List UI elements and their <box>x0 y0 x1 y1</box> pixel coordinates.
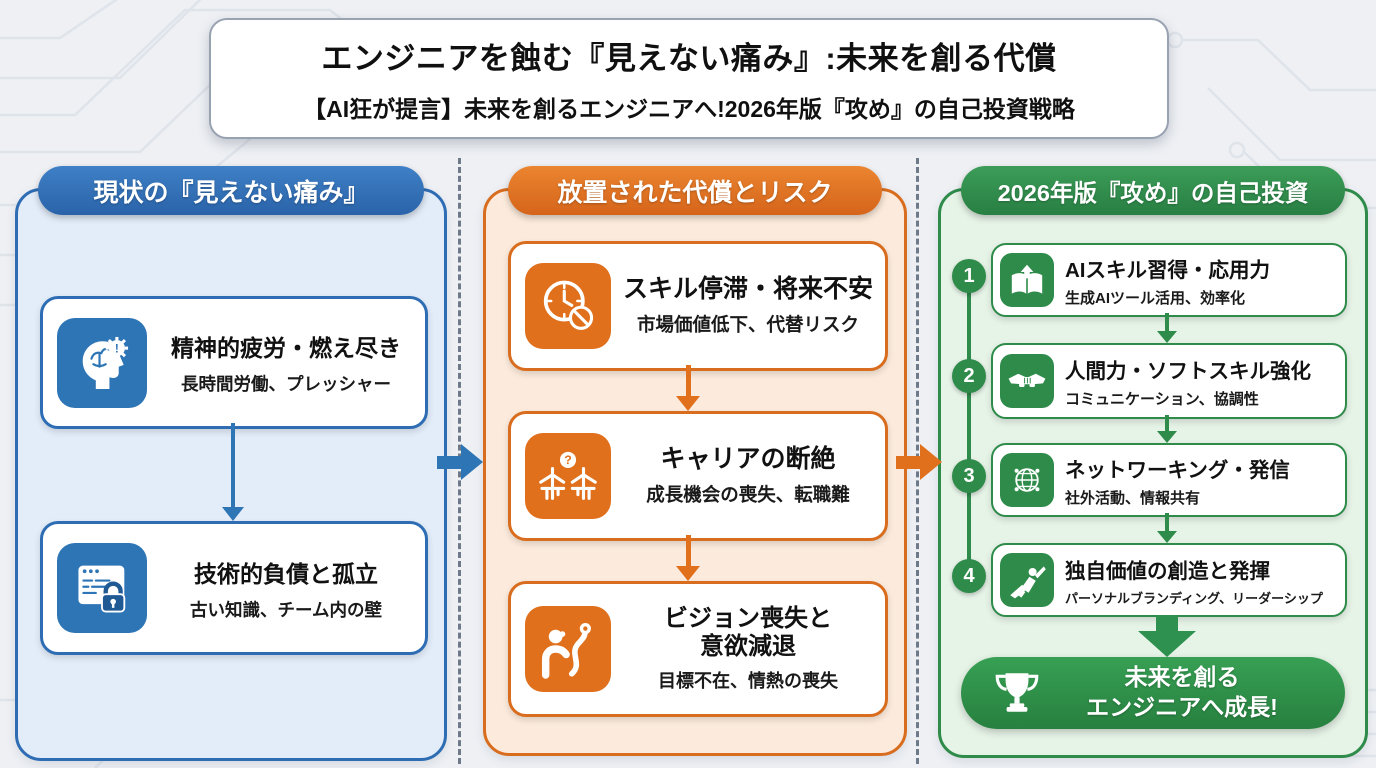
page-subtitle: 【AI狂が提言】未来を創るエンジニアへ!2026年版『攻め』の自己投資戦略 <box>303 96 1075 122</box>
hero-flying-icon <box>1000 553 1054 607</box>
card-title: AIスキル習得・応用力 <box>1065 258 1270 282</box>
card-subtitle: 生成AIツール活用、効率化 <box>1065 289 1246 307</box>
book-up-icon <box>1000 253 1054 307</box>
card-subtitle: コミュニケーション、協調性 <box>1065 390 1259 408</box>
burnout-brain-icon: ! <box>57 317 147 408</box>
page-title: エンジニアを蝕む『見えない痛み』:未来を創る代償 <box>321 41 1057 76</box>
column-invest-header: 2026年版『攻め』の自己投資 <box>961 166 1345 215</box>
card-tech-debt: 技術的負債と孤立 古い知識、チーム内の壁 <box>40 521 428 655</box>
step-number-4: 4 <box>952 559 986 593</box>
globe-network-icon <box>1000 453 1054 507</box>
card-soft-skill: 人間力・ソフトスキル強化 コミュニケーション、協調性 <box>991 343 1347 419</box>
goal-banner: 未来を創る エンジニアへ成長! <box>961 657 1345 729</box>
step-timeline <box>967 276 971 576</box>
card-title: ネットワーキング・発信 <box>1065 458 1290 482</box>
goal-arrow <box>1138 615 1196 657</box>
card-subtitle: パーソナルブランディング、リーダーシップ <box>1065 590 1323 606</box>
card-title: キャリアの断絶 <box>660 444 836 473</box>
card-title: ビジョン喪失と 意欲減退 <box>664 605 832 660</box>
trophy-icon <box>991 667 1043 719</box>
broken-bridge-icon: ? <box>525 433 611 519</box>
clock-ban-icon <box>525 263 611 349</box>
card-title: 技術的負債と孤立 <box>194 560 378 587</box>
down-arrow-green <box>1154 313 1180 343</box>
column-current-pain: 現状の『見えない痛み』 ! 精神的疲労・燃え尽き 長時間労働、プレッシャー <box>15 166 447 761</box>
down-arrow-green <box>1154 513 1180 543</box>
step-number-2: 2 <box>952 359 986 393</box>
card-ai-skill: AIスキル習得・応用力 生成AIツール活用、効率化 <box>991 243 1347 317</box>
card-title: 精神的疲労・燃え尽き <box>171 335 401 361</box>
card-subtitle: 市場価値低下、代替リスク <box>636 314 859 336</box>
card-skill-stagnation: スキル停滞・将来不安 市場価値低下、代替リスク <box>508 241 888 371</box>
flow-arrow-current-to-risks <box>437 444 483 480</box>
step-number-3: 3 <box>952 459 986 493</box>
card-networking: ネットワーキング・発信 社外活動、情報共有 <box>991 443 1347 517</box>
flow-arrow-risks-to-invest <box>896 444 942 480</box>
down-arrow-green <box>1154 415 1180 443</box>
goal-text: 未来を創る エンジニアへ成長! <box>1086 664 1278 720</box>
svg-text:!: ! <box>115 342 119 355</box>
column-invest: 2026年版『攻め』の自己投資 1 2 3 4 AIスキル習得・応用力 生成AI… <box>938 166 1368 758</box>
card-title: 人間力・ソフトスキル強化 <box>1065 359 1311 383</box>
card-unique-value: 独自価値の創造と発揮 パーソナルブランディング、リーダーシップ <box>991 543 1347 617</box>
handshake-icon <box>1000 354 1054 408</box>
card-subtitle: 社外活動、情報共有 <box>1065 489 1201 507</box>
step-number-1: 1 <box>952 259 986 293</box>
column-risks: 放置された代償とリスク スキル停滞・将来不安 市場価値低下、代替リスク <box>483 166 907 756</box>
card-vision-loss: ビジョン喪失と 意欲減退 目標不在、情熱の喪失 <box>508 581 888 717</box>
title-banner: エンジニアを蝕む『見えない痛み』:未来を創る代償 【AI狂が提言】未来を創るエン… <box>209 18 1169 139</box>
lost-path-icon <box>525 606 611 692</box>
column-risks-header: 放置された代償とリスク <box>508 166 882 215</box>
card-subtitle: 成長機会の喪失、転職難 <box>646 484 850 506</box>
card-subtitle: 目標不在、情熱の喪失 <box>658 670 838 691</box>
card-career-break: ? キャリアの断絶 成長機会の喪失、転職難 <box>508 411 888 541</box>
column-current-header: 現状の『見えない痛み』 <box>38 166 424 215</box>
card-title: スキル停滞・将来不安 <box>622 274 873 303</box>
svg-text:?: ? <box>564 453 572 467</box>
down-arrow-orange <box>675 535 701 581</box>
down-arrow-blue <box>220 423 246 521</box>
card-burnout: ! 精神的疲労・燃え尽き 長時間労働、プレッシャー <box>40 296 428 429</box>
card-title: 独自価値の創造と発揮 <box>1065 559 1270 583</box>
card-subtitle: 古い知識、チーム内の壁 <box>190 599 382 620</box>
legacy-lock-icon <box>57 543 147 633</box>
down-arrow-orange <box>675 365 701 411</box>
card-subtitle: 長時間労働、プレッシャー <box>181 374 391 394</box>
